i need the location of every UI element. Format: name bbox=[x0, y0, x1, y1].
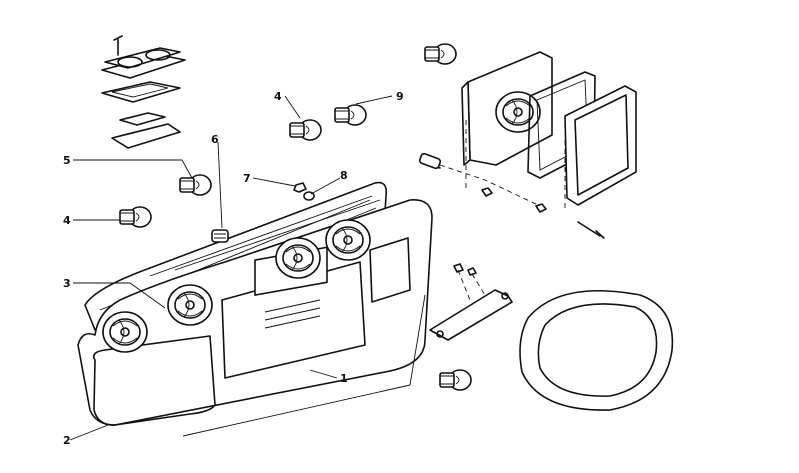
callout-9: 9 bbox=[396, 90, 404, 103]
bulb-9 bbox=[334, 104, 367, 126]
side-lamp-assembly bbox=[418, 51, 637, 239]
callout-3: 3 bbox=[63, 277, 71, 290]
callout-5: 5 bbox=[63, 154, 71, 167]
callout-4-lower: 4 bbox=[63, 214, 71, 227]
callout-2: 2 bbox=[63, 434, 71, 447]
callout-leaders bbox=[69, 95, 393, 441]
bulb-5 bbox=[179, 174, 212, 196]
callout-7: 7 bbox=[243, 172, 251, 185]
reflector-center-left bbox=[167, 284, 213, 326]
reflector-center bbox=[275, 237, 321, 279]
side-lamp-reflector bbox=[495, 91, 541, 133]
bulb-bottom bbox=[439, 369, 472, 391]
callout-1: 1 bbox=[340, 372, 348, 385]
socket-6 bbox=[211, 229, 229, 243]
callout-6: 6 bbox=[211, 133, 219, 146]
bulb-4-lower bbox=[119, 206, 152, 228]
bulb-4-upper bbox=[289, 119, 322, 141]
callout-8: 8 bbox=[340, 169, 348, 182]
callout-4-upper: 4 bbox=[274, 90, 282, 103]
reflector-left bbox=[102, 311, 148, 353]
reversing-lamp bbox=[519, 290, 674, 411]
reflector-right bbox=[325, 219, 371, 261]
nut-7 bbox=[293, 182, 307, 193]
tail-light-housing bbox=[77, 181, 433, 437]
mounting-bracket bbox=[429, 263, 513, 341]
license-light-assembly bbox=[101, 35, 186, 149]
bulb-top-right bbox=[424, 43, 457, 65]
